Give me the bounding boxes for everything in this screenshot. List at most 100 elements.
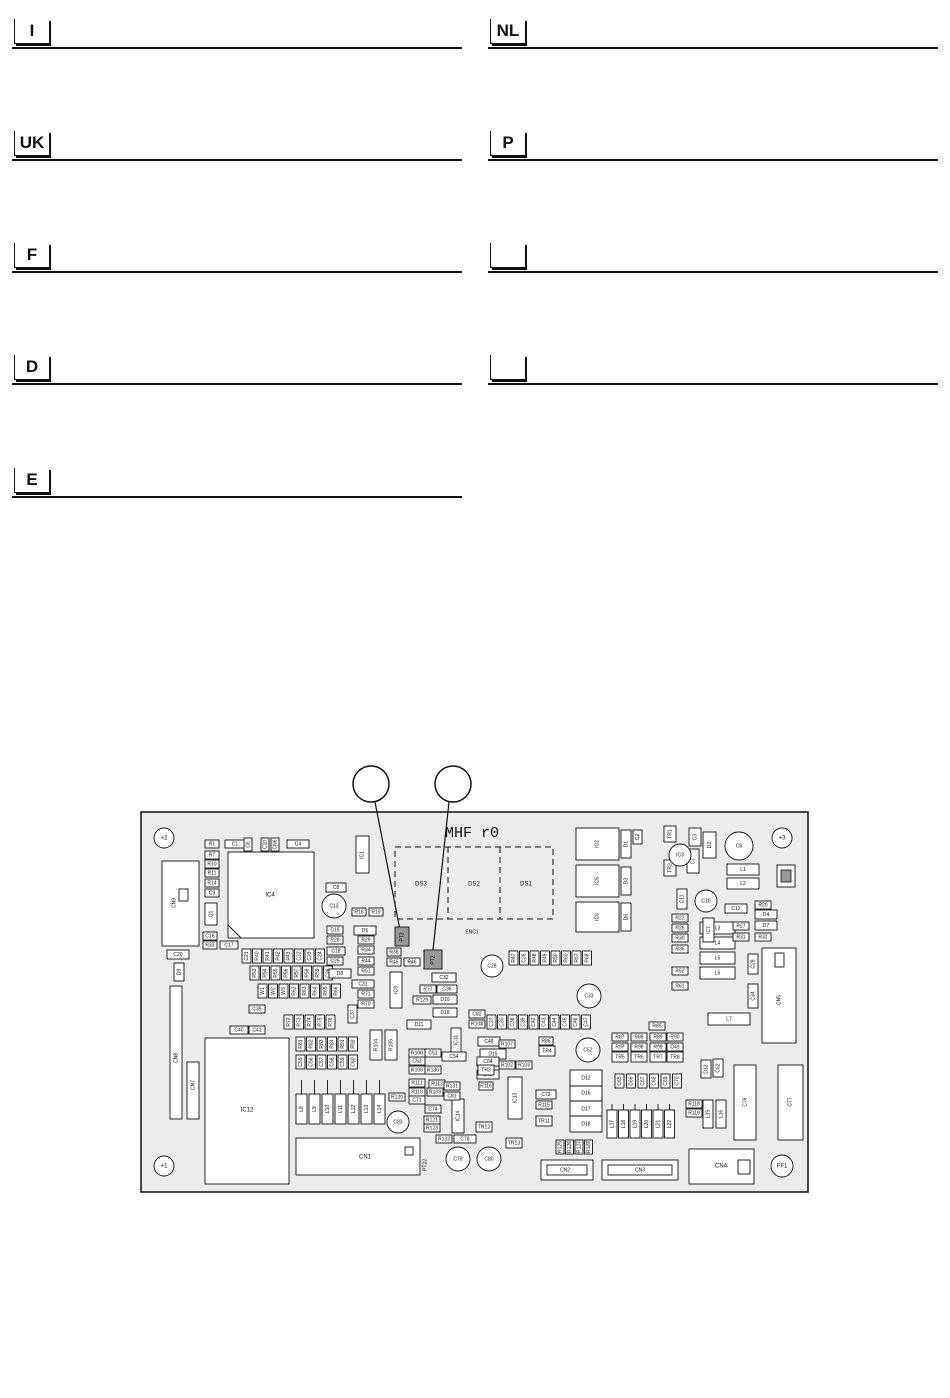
component-label: R64 [312, 986, 318, 995]
component-label: R66 [333, 986, 339, 995]
component-label: R83 [319, 1039, 325, 1048]
component-label: C26 [325, 968, 331, 977]
small-part: C62 [712, 1058, 724, 1078]
callout-circle-2 [434, 765, 472, 803]
component-label: CN8 [173, 1053, 179, 1063]
small-part: R118 [685, 1099, 703, 1109]
section-rule [12, 159, 462, 161]
row-component: C45 [560, 1014, 570, 1030]
small-part: D5 [353, 925, 377, 936]
component-label: R100 [411, 1050, 423, 1056]
small-part: R33 [202, 940, 218, 950]
small-part: R120 [388, 1092, 406, 1102]
small-part: R130 [424, 1065, 442, 1075]
component-label: R34 [361, 947, 370, 953]
small-part: R106 [408, 1065, 426, 1075]
small-part: R46 [403, 957, 421, 967]
component-label: R40 [254, 951, 260, 960]
small-part: CN6 [270, 837, 280, 852]
small-part: R110 [408, 1087, 426, 1097]
row-component: R65 [320, 983, 331, 999]
component-label: R60 [563, 953, 569, 962]
component-label: R26 [675, 925, 684, 931]
transistor: TR7 [649, 1051, 667, 1063]
component-label: R99 [653, 1044, 662, 1050]
inductor: L10 [321, 1093, 334, 1125]
row-component: W1 [257, 983, 268, 999]
component-label: L6 [715, 970, 721, 976]
inductor: L13 [360, 1093, 373, 1125]
component-label: C82 [472, 1011, 481, 1017]
small-part: C1 [224, 839, 246, 849]
component-label: C57 [319, 1057, 325, 1066]
mounting-hole-label: FF1 [777, 1164, 788, 1170]
row-component: R59 [312, 965, 323, 981]
cn9-connector: CN9 [161, 860, 200, 947]
small-part: R38 [386, 947, 402, 957]
component-label: L5 [715, 955, 721, 961]
row-component: C57 [316, 1054, 327, 1070]
component-label: L3 [715, 925, 721, 931]
component-label: C10 [262, 840, 268, 849]
component-label: L8 [299, 1106, 305, 1112]
display-area: DS3 DS2 DS1 ENC1 [394, 846, 554, 935]
component-label: C60 [350, 1057, 356, 1066]
electrolytic-capacitor: C10 [694, 889, 718, 913]
small-part: R116 [478, 1081, 494, 1091]
row-component: C22 [294, 948, 304, 964]
language-section-blank-2 [488, 355, 938, 385]
language-section-uk: UK [12, 131, 462, 161]
component-label: R36 [675, 946, 684, 952]
small-part: D13 [700, 1059, 712, 1079]
small-part: L7 [707, 1012, 751, 1026]
component-label: R18 [354, 909, 363, 915]
component-label: C83 [393, 1119, 402, 1125]
small-part: C8 [325, 882, 347, 893]
component-label: TR13 [508, 1140, 520, 1146]
small-part: C20 [166, 949, 190, 960]
small-part: R105 [384, 1029, 398, 1061]
electrolytic-capacitor: C80 [476, 1146, 502, 1172]
component-label: C10 [701, 898, 710, 904]
component-label: R121 [426, 1117, 438, 1123]
row-component: C55 [295, 1054, 306, 1070]
component-label: C7 [690, 858, 696, 865]
component-label: W2 [270, 987, 276, 995]
component-label: CN7 [190, 1080, 196, 1090]
display-label: DS2 [468, 882, 480, 888]
language-section-blank-1 [488, 243, 938, 273]
row-component: C46 [570, 1014, 581, 1030]
component-label: TR7 [653, 1054, 663, 1060]
component-label: CN5 [776, 995, 782, 1005]
row-component: C67 [637, 1073, 648, 1089]
component-label: R68 [584, 953, 590, 962]
component-label: R116 [480, 1083, 492, 1089]
small-part: R102 [498, 1060, 516, 1070]
small-part: R70 [357, 999, 375, 1009]
component-label: D11 [415, 1022, 424, 1028]
component-label: L4 [715, 940, 721, 946]
small-part: R34 [357, 945, 375, 955]
component-label: IC4 [265, 893, 275, 899]
component-label: R27 [736, 923, 745, 929]
component-label: C6 [245, 841, 251, 848]
component-label: IC9 [393, 986, 399, 994]
small-part: R88 [630, 1032, 648, 1042]
row-component: C70 [672, 1073, 682, 1089]
component-label: R97 [615, 1044, 624, 1050]
component-label: C3 [692, 834, 698, 841]
row-component: C47 [581, 1014, 591, 1030]
small-part: R51 [357, 966, 375, 976]
component-label: D3 [623, 878, 629, 885]
c76-capacitor: C76 [733, 1064, 757, 1141]
small-part: R52 [671, 966, 689, 976]
component-label: R125 [557, 1141, 563, 1153]
component-label: C13 [329, 903, 338, 909]
row-component: R55 [270, 965, 281, 981]
component-label: R53 [252, 968, 258, 977]
component-label: R49 [542, 953, 548, 962]
inductor: L19 [629, 1109, 641, 1139]
component-label: CN2 [560, 1167, 570, 1173]
component-label: D9 [176, 969, 182, 976]
row-component: R58 [302, 965, 312, 981]
